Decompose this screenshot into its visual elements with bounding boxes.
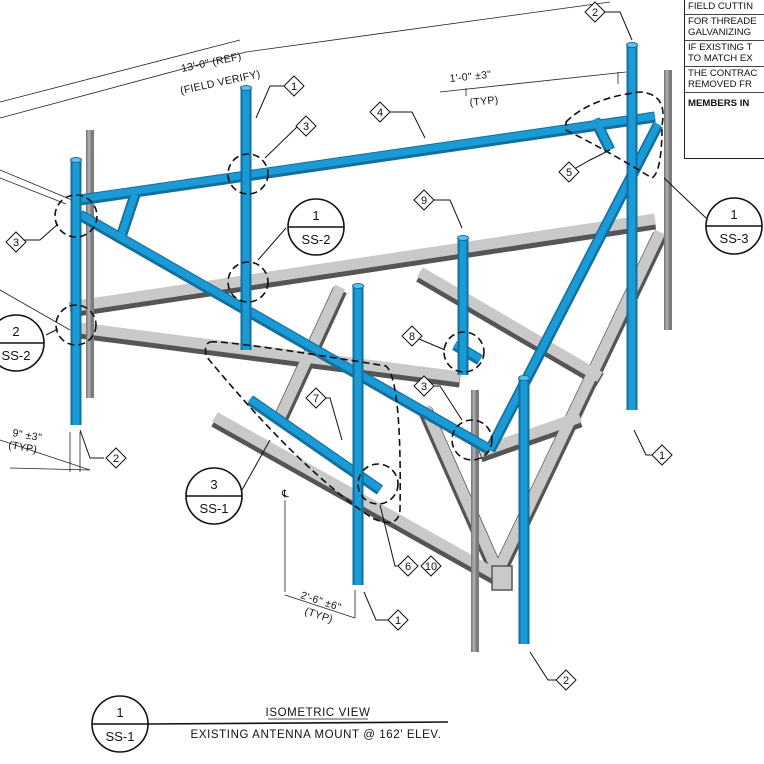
detail-circles bbox=[54, 91, 664, 524]
dimension-lines bbox=[0, 1, 627, 619]
note-line: MEMBERS IN bbox=[688, 98, 750, 109]
dimension-spacing-typ: (TYP) bbox=[469, 94, 499, 109]
note-line: TO MATCH EX bbox=[688, 53, 753, 64]
note-line: FOR THREADE bbox=[688, 16, 757, 27]
note-row-2: FOR THREADE GALVANIZING bbox=[685, 15, 764, 41]
note-line: FIELD CUTTIN bbox=[688, 1, 754, 12]
tag-4: 4 bbox=[377, 107, 383, 119]
tag-7: 7 bbox=[313, 393, 319, 405]
centerline-symbol: ℄ bbox=[281, 488, 289, 500]
svg-text:SS-1: SS-1 bbox=[200, 501, 229, 516]
note-line: REMOVED FR bbox=[688, 79, 752, 90]
callout-1-ss3: 1 SS-3 bbox=[705, 197, 763, 255]
tag-1-bottom: 1 bbox=[395, 615, 401, 627]
callout-1-ss2: 1 SS-2 bbox=[287, 198, 345, 256]
tag-5: 5 bbox=[566, 167, 572, 179]
tag-1-right: 1 bbox=[659, 450, 665, 462]
svg-text:SS-3: SS-3 bbox=[720, 231, 749, 246]
svg-text:1: 1 bbox=[312, 208, 319, 223]
svg-text:2: 2 bbox=[12, 324, 19, 339]
callout-2-ss2: 2 SS-2 bbox=[0, 314, 45, 372]
title-sheet-number: SS-1 bbox=[106, 729, 135, 744]
new-members bbox=[70, 42, 663, 644]
dimension-spacing-value: 1'-0" ±3" bbox=[449, 69, 492, 85]
callout-3-ss1: 3 SS-1 bbox=[185, 467, 243, 525]
tag-2-bottom: 2 bbox=[563, 675, 569, 687]
tag-1-top: 1 bbox=[291, 81, 297, 93]
tag-9: 9 bbox=[421, 195, 427, 207]
tag-3-center: 3 bbox=[421, 381, 427, 393]
svg-text:3: 3 bbox=[210, 477, 217, 492]
tag-6: 6 bbox=[405, 561, 411, 573]
note-row-3: IF EXISTING T TO MATCH EX bbox=[685, 41, 764, 67]
tag-2-top-right: 2 bbox=[592, 7, 598, 19]
dimension-left-value: 9" ±3" bbox=[11, 427, 42, 444]
note-row-5: MEMBERS IN bbox=[685, 93, 764, 111]
svg-text:SS-2: SS-2 bbox=[2, 348, 31, 363]
view-title: ISOMETRIC VIEW bbox=[266, 707, 371, 719]
tag-3-top: 3 bbox=[303, 121, 309, 133]
view-subtitle: EXISTING ANTENNA MOUNT @ 162' ELEV. bbox=[191, 729, 442, 741]
view-title-block: 1 SS-1 ISOMETRIC VIEW EXISTING ANTENNA M… bbox=[91, 695, 449, 753]
notes-table: FIELD CUTTIN FOR THREADE GALVANIZING IF … bbox=[684, 0, 764, 159]
diamond-tags: 2 1 3 4 5 9 8 7 3 6 10 1 2 1 2 3 bbox=[5, 1, 673, 691]
tag-8: 8 bbox=[409, 331, 415, 343]
tag-2-left: 2 bbox=[113, 453, 119, 465]
svg-text:1: 1 bbox=[730, 207, 737, 222]
tag-10: 10 bbox=[425, 561, 437, 573]
dimension-overall-ref: 13'-0" (REF) bbox=[180, 50, 242, 74]
note-line: THE CONTRAC bbox=[688, 68, 758, 79]
svg-text:SS-2: SS-2 bbox=[302, 232, 331, 247]
note-row-4: THE CONTRAC REMOVED FR bbox=[685, 67, 764, 93]
callout-bubbles: 1 SS-2 2 SS-2 1 SS-3 3 SS-1 bbox=[0, 197, 763, 525]
note-line: GALVANIZING bbox=[688, 27, 752, 38]
note-line: IF EXISTING T bbox=[688, 42, 753, 53]
dimension-left-typ: (TYP) bbox=[7, 439, 38, 456]
note-row-1: FIELD CUTTIN bbox=[685, 0, 764, 15]
tag-3-left: 3 bbox=[13, 237, 19, 249]
title-view-number: 1 bbox=[116, 705, 123, 720]
